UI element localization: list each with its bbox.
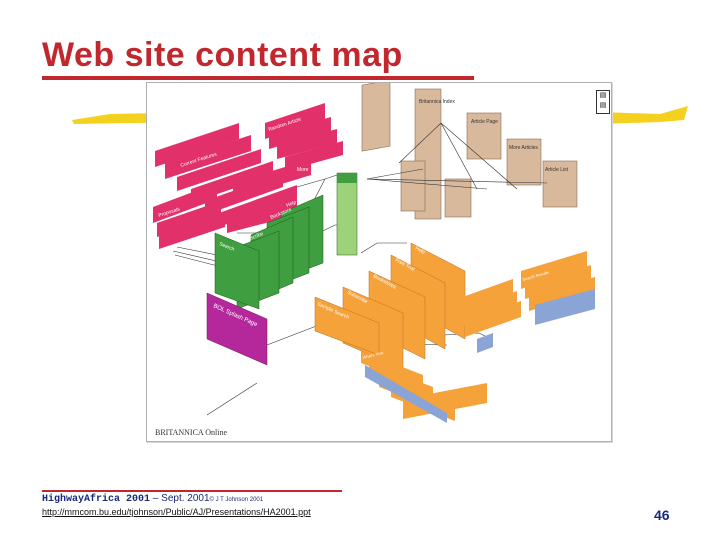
footer-underline — [42, 490, 342, 492]
content-map-diagram: Britannica Index Article Page More Artic… — [147, 83, 611, 441]
yellow-highlighter-right — [600, 104, 690, 128]
page-number: 46 — [654, 507, 670, 523]
tan-label-0: Britannica Index — [419, 99, 455, 105]
britannica-brand-label: BRITANNICA Online — [155, 428, 227, 437]
footer-citation: HighwayAfrica 2001 – Sept. 2001© J T Joh… — [42, 493, 263, 505]
content-map-figure: Britannica Index Article Page More Artic… — [146, 82, 612, 442]
light-green-column-head — [337, 173, 357, 183]
tan-label-7: Article List — [545, 167, 569, 173]
pink-right-label-4: More — [297, 167, 309, 173]
tan-page-group: Britannica Index Article Page More Artic… — [362, 83, 577, 219]
footer-copyright: © J T Johnson 2001 — [210, 497, 264, 503]
light-green-column — [337, 173, 357, 255]
document-icon: ▤▤ — [596, 90, 610, 114]
tan-label-6: More Articles — [509, 145, 538, 151]
footer-date: Sept. 2001 — [161, 493, 209, 504]
footer-dash: – — [150, 493, 161, 504]
footer-url-link[interactable]: http://mmcom.bu.edu/tjohnson/Public/AJ/P… — [42, 507, 311, 517]
slide-title: Web site content map — [42, 36, 403, 75]
title-underline — [42, 76, 474, 80]
orange-page-group: Help Free Trial Bookstores Subscribe Sam… — [315, 243, 595, 423]
tan-label-4: Article Page — [471, 119, 498, 125]
footer-brand: HighwayAfrica 2001 — [42, 494, 150, 505]
